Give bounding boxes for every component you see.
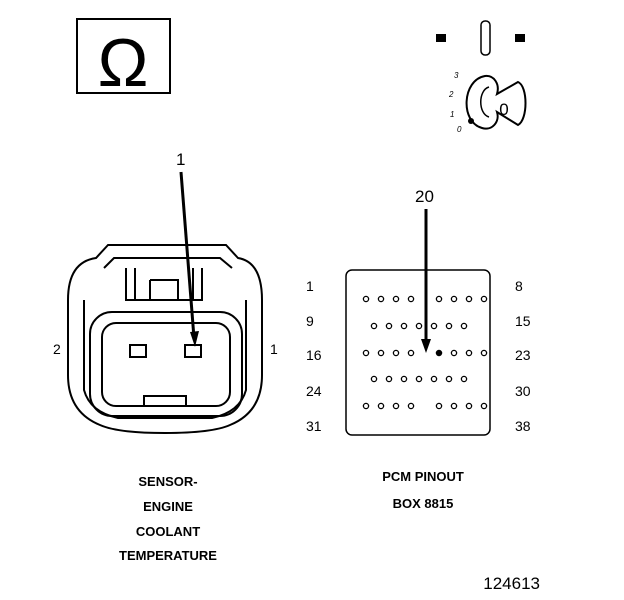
sensor-caption-line-4: TEMPERATURE [119,548,217,563]
sensor-caption-line-2: ENGINE [143,499,193,514]
pcm-row-end-4: 30 [515,383,531,399]
ignition-key-outline [465,74,527,130]
pcm-pin-6 [450,295,458,303]
pcm-pin-7 [465,295,473,303]
pcm-row-start-1: 1 [306,278,314,294]
pcm-pin-16 [362,349,370,357]
sensor-caption-line-1: SENSOR- [138,474,197,489]
pcm-pin-15 [460,322,468,330]
connector-latch-tabs [149,279,179,300]
ignition-position-1: 1 [450,110,454,119]
sensor-terminal-2 [129,344,147,358]
callout-1-arrow-shaft [179,171,196,339]
ignition-indicator-dot [468,118,474,124]
callout-1-label: 1 [176,150,185,169]
connector-upper-frame [103,257,233,269]
pcm-pin-35 [435,402,443,410]
sensor-terminal-1 [184,344,202,358]
pcm-row-end-2: 15 [515,313,531,329]
pcm-pin-38 [480,402,488,410]
ignition-key-inner [480,86,490,118]
pcm-pin-12 [415,322,423,330]
ignition-switch-icon: 3 2 1 0 0 [436,20,527,134]
ignition-slot-left [436,34,446,42]
pcm-pin-21 [450,349,458,357]
pcm-pin-33 [392,402,400,410]
connector-outer-shell [67,244,263,435]
connector-latch [125,268,203,301]
ignition-current-position: 0 [499,100,508,119]
pcm-pin-36 [450,402,458,410]
callout-20-label: 20 [415,187,434,206]
pcm-pin-30 [460,375,468,383]
pcm-pin-34 [407,402,415,410]
pcm-pin-22 [465,349,473,357]
pcm-row-start-2: 9 [306,313,314,329]
pcm-row-end-1: 8 [515,278,523,294]
pcm-row-end-5: 38 [515,418,531,434]
pcm-pin-25 [385,375,393,383]
sensor-pin-label-left: 2 [53,341,61,357]
sensor-caption-line-3: COOLANT [136,524,200,539]
pcm-row-start-4: 24 [306,383,322,399]
pcm-pin-13 [430,322,438,330]
connector-inner-housing [89,311,243,417]
pcm-pin-10 [385,322,393,330]
ohmmeter-symbol: Ω [76,18,171,101]
pcm-connector-body [345,269,491,436]
omega-icon: Ω [98,25,149,101]
pcm-pin-3 [392,295,400,303]
pcm-row-start-5: 31 [306,418,322,434]
pcm-pin-grid [362,295,488,410]
pcm-pin-4 [407,295,415,303]
pcm-pin-18 [392,349,400,357]
pcm-row-start-3: 16 [306,347,322,363]
pcm-pin-2 [377,295,385,303]
pcm-pin-32 [377,402,385,410]
pcm-pin-17 [377,349,385,357]
ignition-slot-right [515,34,525,42]
pcm-caption-line-1: PCM PINOUT [382,469,464,484]
pcm-pin-9 [370,322,378,330]
ignition-position-3: 3 [454,71,459,80]
ignition-position-2: 2 [448,90,454,99]
pcm-pin-1 [362,295,370,303]
connector-mid-body [83,300,247,419]
sensor-connector [67,244,263,435]
pcm-caption-line-2: BOX 8815 [393,496,454,511]
pcm-pin-11 [400,322,408,330]
ignition-position-0: 0 [457,125,462,134]
pcm-row-end-3: 23 [515,347,531,363]
pcm-pin-24 [370,375,378,383]
pcm-pin-27 [415,375,423,383]
sensor-pin-label-right: 1 [270,341,278,357]
pcm-pin-14 [445,322,453,330]
pcm-pin-28 [430,375,438,383]
callout-20-arrow-head [421,339,431,353]
pcm-pin-20 [435,349,443,357]
pcm-pin-26 [400,375,408,383]
connector-cavity [101,322,231,407]
pcm-pin-29 [445,375,453,383]
ignition-slot-center [480,20,491,56]
pcm-pin-23 [480,349,488,357]
pcm-pin-37 [465,402,473,410]
pcm-pin-8 [480,295,488,303]
pcm-pin-5 [435,295,443,303]
figure-id: 124613 [483,574,540,593]
pcm-pin-31 [362,402,370,410]
callout-1-arrow-head [190,331,199,347]
connector-bottom-key [143,395,187,406]
pcm-pin-19 [407,349,415,357]
ohmmeter-box [76,18,171,94]
